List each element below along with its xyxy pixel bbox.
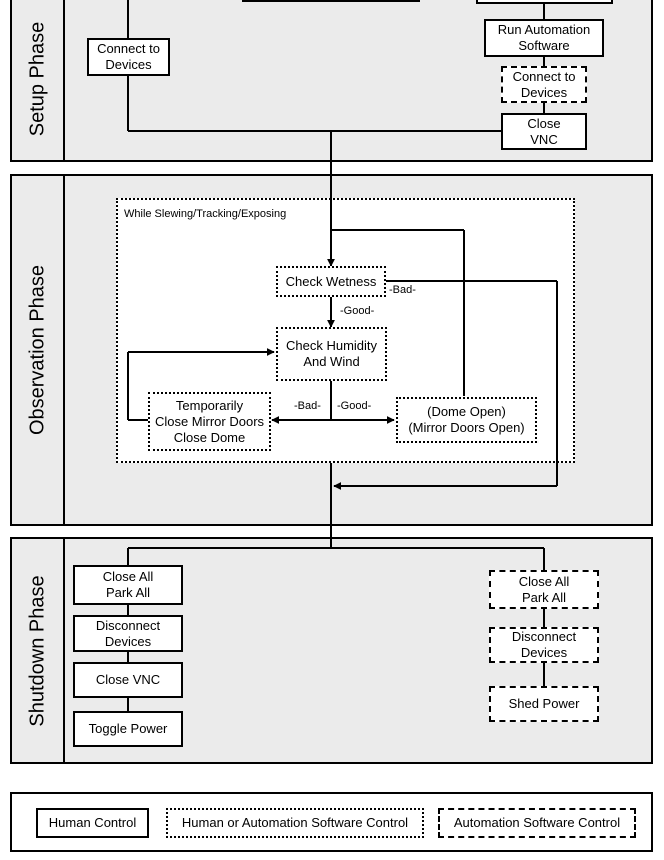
- connect-devices-auto-box: Connect to Devices: [501, 66, 587, 103]
- temporarily-close-box: Temporarily Close Mirror Doors Close Dom…: [148, 392, 271, 451]
- dome-open-box: (Dome Open) (Mirror Doors Open): [396, 397, 537, 443]
- setup-phase-label: Setup Phase: [26, 21, 48, 137]
- setup-top-human-box-cut: [242, 0, 420, 2]
- close-vnc-setup-box: Close VNC: [501, 113, 587, 150]
- shutdown-phase-label-column: Shutdown Phase: [12, 539, 65, 762]
- legend-human-control: Human Control: [36, 808, 149, 838]
- setup-phase-label-column: Setup Phase: [12, 0, 65, 160]
- label-bad-wetness: -Bad-: [388, 284, 417, 296]
- label-good-humidity: -Good-: [336, 400, 373, 412]
- label-good-wetness: -Good-: [339, 305, 376, 317]
- check-wetness-box: Check Wetness: [276, 266, 386, 297]
- shutdown-human-close-park-box: Close All Park All: [73, 565, 183, 605]
- check-humidity-wind-box: Check Humidity And Wind: [276, 327, 387, 381]
- observation-loop-label: While Slewing/Tracking/Exposing: [124, 208, 287, 220]
- shutdown-human-disconnect-box: Disconnect Devices: [73, 615, 183, 652]
- shutdown-auto-disconnect-box: Disconnect Devices: [489, 627, 599, 663]
- shutdown-human-toggle-power-box: Toggle Power: [73, 711, 183, 747]
- shutdown-auto-shed-power-box: Shed Power: [489, 686, 599, 722]
- shutdown-human-close-vnc-box: Close VNC: [73, 662, 183, 698]
- observation-phase-label-column: Observation Phase: [12, 176, 65, 524]
- legend-mixed-control: Human or Automation Software Control: [166, 808, 424, 838]
- observation-phase-label: Observation Phase: [26, 264, 48, 436]
- shutdown-phase-label: Shutdown Phase: [26, 574, 48, 727]
- label-bad-humidity: -Bad-: [293, 400, 322, 412]
- shutdown-auto-close-park-box: Close All Park All: [489, 570, 599, 609]
- connect-devices-human-box: Connect to Devices: [87, 38, 170, 76]
- run-automation-software-box: Run Automation Software: [484, 19, 604, 57]
- setup-top-auto-box-cut: [476, 0, 613, 4]
- legend-automation-control: Automation Software Control: [438, 808, 636, 838]
